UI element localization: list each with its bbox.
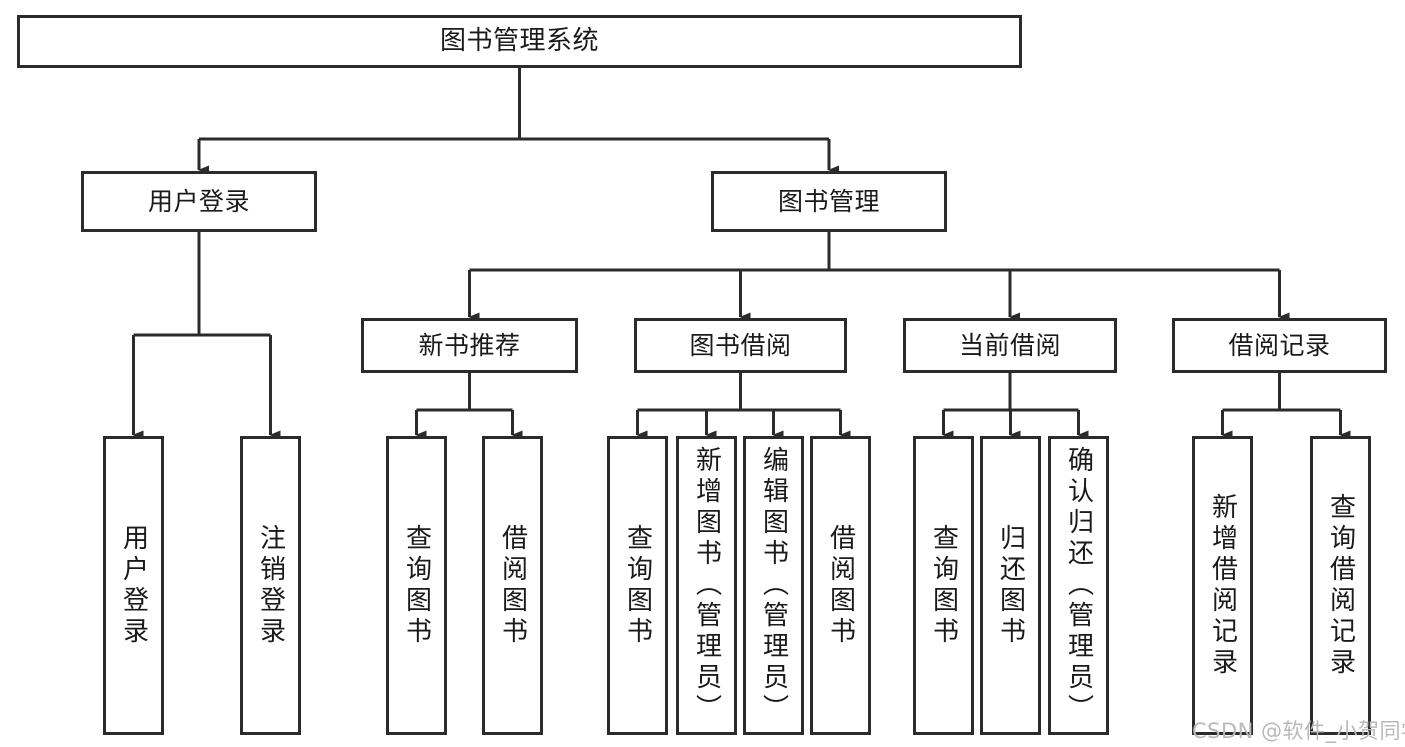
node-leaf-cur-query-book[interactable]: 查询图书 bbox=[913, 436, 974, 735]
node-leaf-borrow-borrow-book-label: 借阅图书 bbox=[825, 523, 856, 648]
node-current-borrow[interactable]: 当前借阅 bbox=[903, 318, 1117, 373]
node-leaf-cur-return-book-label: 归还图书 bbox=[995, 523, 1026, 648]
node-leaf-rec-add-record-label: 新增借阅记录 bbox=[1207, 492, 1238, 679]
node-user-login-label: 用户登录 bbox=[147, 186, 250, 216]
node-root[interactable]: 图书管理系统 bbox=[17, 15, 1022, 68]
node-leaf-cur-confirm-return-label: 确认归还（管理员） bbox=[1063, 446, 1094, 725]
node-leaf-cur-return-book[interactable]: 归还图书 bbox=[980, 436, 1041, 735]
node-borrow-record[interactable]: 借阅记录 bbox=[1172, 318, 1387, 373]
csdn-watermark: CSDN @软件_小贺同学 bbox=[1192, 719, 1405, 743]
node-leaf-user-login[interactable]: 用户登录 bbox=[103, 436, 164, 735]
node-leaf-rec-query-book[interactable]: 查询图书 bbox=[386, 436, 447, 735]
node-book-manage-label: 图书管理 bbox=[777, 186, 880, 216]
node-book-manage[interactable]: 图书管理 bbox=[711, 171, 947, 232]
node-leaf-user-login-label: 用户登录 bbox=[118, 523, 149, 648]
node-leaf-rec-query-record[interactable]: 查询借阅记录 bbox=[1310, 436, 1371, 735]
node-book-borrow-label: 图书借阅 bbox=[689, 330, 792, 360]
node-user-login[interactable]: 用户登录 bbox=[81, 171, 317, 232]
node-leaf-borrow-edit-book-label: 编辑图书（管理员） bbox=[758, 446, 789, 725]
node-leaf-rec-borrow-book[interactable]: 借阅图书 bbox=[482, 436, 543, 735]
node-root-label: 图书管理系统 bbox=[439, 26, 599, 57]
node-current-borrow-label: 当前借阅 bbox=[958, 330, 1061, 360]
node-leaf-borrow-add-book[interactable]: 新增图书（管理员） bbox=[676, 436, 737, 735]
node-leaf-borrow-borrow-book[interactable]: 借阅图书 bbox=[810, 436, 871, 735]
node-leaf-user-logout[interactable]: 注销登录 bbox=[240, 436, 301, 735]
node-leaf-rec-add-record[interactable]: 新增借阅记录 bbox=[1192, 436, 1253, 735]
node-book-borrow[interactable]: 图书借阅 bbox=[634, 318, 847, 373]
node-leaf-borrow-query-book[interactable]: 查询图书 bbox=[607, 436, 668, 735]
node-new-book-rec-label: 新书推荐 bbox=[418, 330, 521, 360]
node-leaf-rec-query-book-label: 查询图书 bbox=[401, 523, 432, 648]
node-leaf-cur-confirm-return[interactable]: 确认归还（管理员） bbox=[1048, 436, 1109, 735]
node-leaf-user-logout-label: 注销登录 bbox=[255, 523, 286, 648]
node-leaf-rec-borrow-book-label: 借阅图书 bbox=[497, 523, 528, 648]
node-leaf-rec-query-record-label: 查询借阅记录 bbox=[1325, 492, 1356, 679]
node-new-book-rec[interactable]: 新书推荐 bbox=[361, 318, 578, 373]
node-leaf-cur-query-book-label: 查询图书 bbox=[928, 523, 959, 648]
node-leaf-borrow-query-book-label: 查询图书 bbox=[622, 523, 653, 648]
node-leaf-borrow-add-book-label: 新增图书（管理员） bbox=[691, 446, 722, 725]
node-borrow-record-label: 借阅记录 bbox=[1228, 330, 1331, 360]
node-leaf-borrow-edit-book[interactable]: 编辑图书（管理员） bbox=[743, 436, 804, 735]
